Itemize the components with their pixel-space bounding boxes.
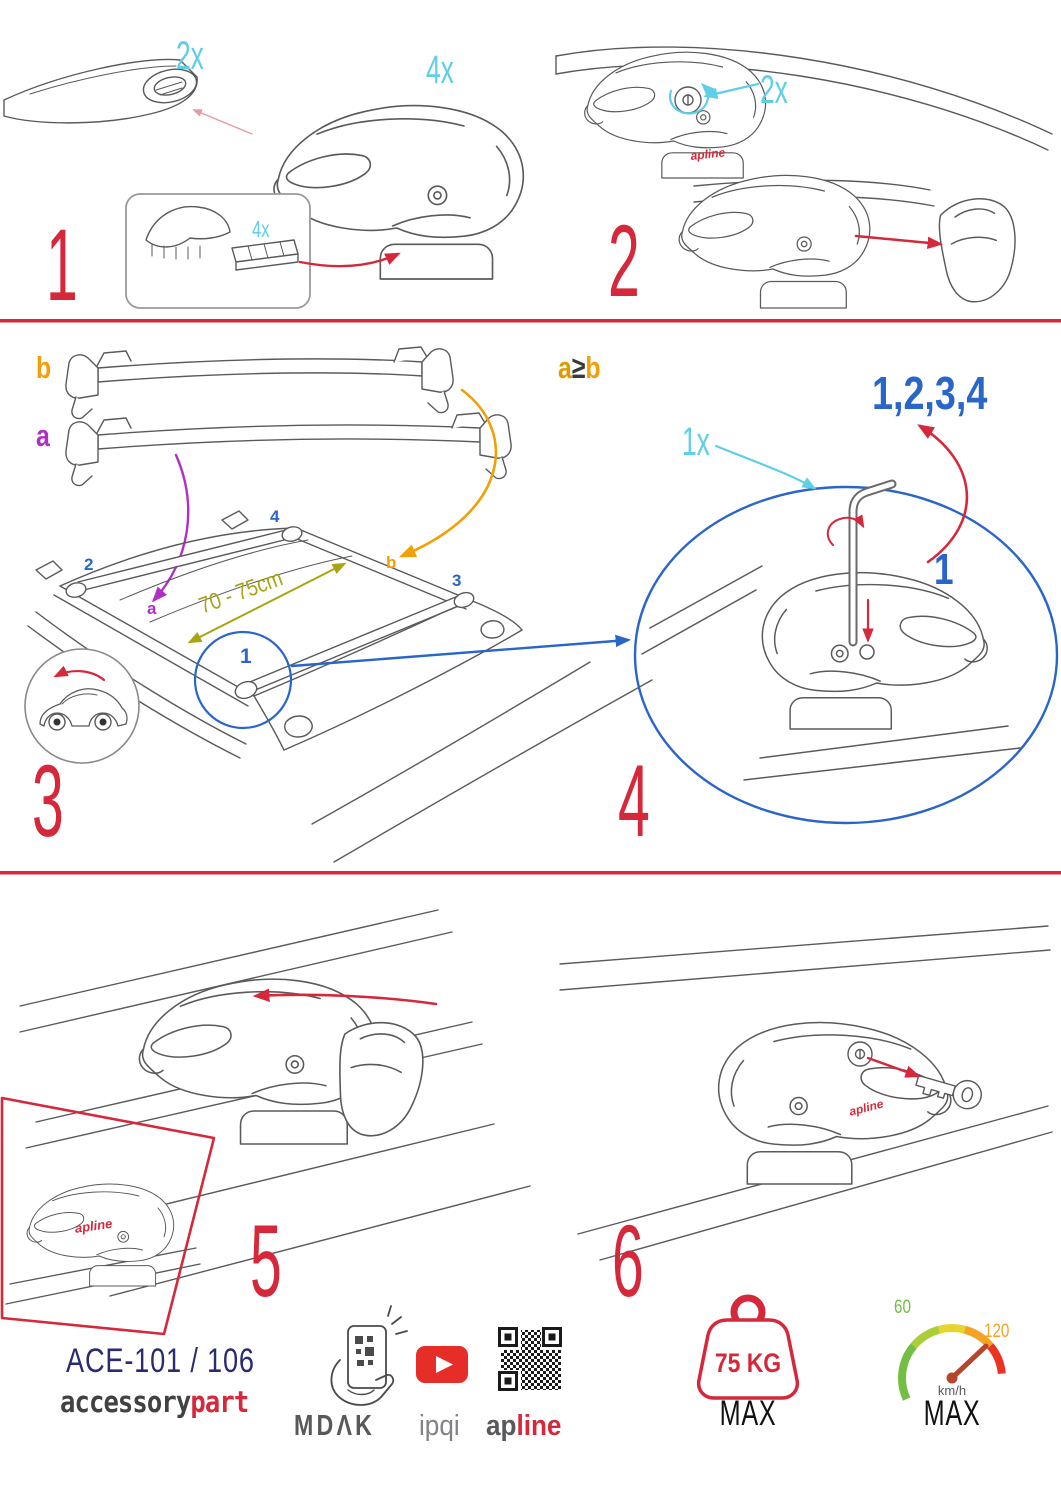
car-direction-inset [24, 648, 140, 764]
detail-callout-circle [193, 630, 293, 730]
step1-illustration [3, 58, 525, 309]
door-mirror [480, 620, 505, 639]
speed-unit-label: km/h [937, 1383, 967, 1398]
roof-foot-3-label: 3 [452, 571, 462, 590]
sequence-arrow [917, 424, 969, 564]
tighten-sequence-label: 1,2,3,4 [872, 367, 988, 419]
step2-illustration [555, 46, 1053, 309]
detail-callout-arrow [290, 634, 632, 668]
foot-illustration [761, 571, 988, 730]
key-qty-arrow [714, 444, 817, 490]
max-weight-value: 75 KG [714, 1348, 782, 1378]
speedometer-needle [949, 1343, 989, 1381]
step5-inset [0, 1096, 216, 1336]
bar-b-pointer-arrow [398, 388, 498, 558]
foot-illustration [717, 1021, 952, 1185]
roof-foot-1-label: 1 [240, 645, 252, 668]
max-speed-label: MAX [923, 1394, 981, 1433]
pad-insert-arrow [298, 252, 401, 268]
magnified-view-circle [633, 485, 1059, 825]
rotate-key-arrow [826, 514, 865, 546]
apline-red: line [516, 1410, 562, 1442]
youtube-icon [416, 1346, 468, 1383]
ipqi-logo: ipqi [419, 1410, 460, 1442]
endcap-pointer-arrow [192, 109, 253, 135]
product-model-label: ACE-101 / 106 [66, 1342, 255, 1380]
accessorypart-wordmark: accessorypart [60, 1385, 249, 1419]
mdak-logo: MDΛK [294, 1410, 376, 1442]
tighten-step-label: 1 [934, 545, 954, 594]
length-condition-label: a≥b [558, 352, 601, 383]
distance-dimension-arrow [187, 562, 347, 644]
crossbar-b [65, 346, 454, 420]
qr-code-icon [497, 1326, 565, 1394]
qty-pointer-arrow [703, 82, 760, 100]
roof-foot-4-label: 4 [270, 507, 280, 526]
weight-max-icon [696, 1294, 800, 1400]
step1-pad-qty: 4x [252, 216, 270, 242]
foot-illustration [584, 51, 767, 179]
roof-bar-a-label: a [147, 599, 157, 618]
wordmark-red: part [190, 1385, 249, 1419]
bar-a-pointer-arrow [151, 453, 190, 603]
roof-bar-b-label: b [386, 553, 397, 572]
condition-a: a [558, 350, 572, 385]
speed-high-label: 120 [984, 1321, 1010, 1342]
qr-scan-hand-icon [330, 1305, 408, 1406]
step4-illustration [633, 424, 1059, 825]
step5-number: 5 [250, 1204, 282, 1318]
key-icon [915, 1074, 982, 1110]
step1-bar-qty: 2x [176, 34, 204, 78]
clamp-bolt [859, 644, 875, 660]
key-insert-arrow [866, 1056, 921, 1078]
footer-icons [330, 1294, 1006, 1406]
max-weight-label: MAX [719, 1394, 777, 1433]
cover-close-arrow [252, 988, 438, 1006]
section-divider [0, 871, 1061, 875]
apline-gray: ap [486, 1410, 517, 1442]
door-mirror [284, 715, 313, 738]
step2-number: 2 [608, 204, 640, 318]
foot-illustration [26, 1183, 175, 1287]
bar-b-label: b [36, 350, 52, 385]
speed-low-label: 60 [894, 1297, 911, 1318]
condition-b: b [585, 350, 601, 385]
inset-frame [0, 1096, 216, 1336]
wordmark-gray: accessory [60, 1385, 191, 1419]
crossbar-a [65, 412, 512, 487]
apline-logo: apline [486, 1412, 561, 1441]
section-divider [0, 319, 1061, 323]
foot-brand-label: apline [689, 145, 726, 163]
roof-foot-2-label: 2 [84, 555, 94, 574]
car-roof [27, 510, 653, 863]
car-front-direction-arrow [53, 665, 106, 682]
foot-illustration [678, 174, 871, 309]
foot-cover [938, 198, 1016, 303]
step2-lock-qty: 2x [760, 68, 788, 112]
step6-number: 6 [612, 1204, 644, 1318]
allen-key-qty: 1x [682, 420, 710, 464]
bar-a-label: a [36, 418, 50, 453]
aero-crossbar [3, 58, 198, 124]
step3-illustration [24, 346, 653, 863]
step5-illustration [0, 909, 531, 1336]
cover-attach-arrow [854, 234, 944, 250]
step6-illustration [559, 925, 1053, 1261]
condition-operator: ≥ [571, 350, 586, 385]
step4-number: 4 [618, 744, 650, 858]
step3-number: 3 [32, 744, 64, 858]
step1-foot-qty: 4x [426, 48, 454, 92]
speedometer-icon [898, 1324, 1006, 1401]
step1-number: 1 [46, 208, 78, 322]
